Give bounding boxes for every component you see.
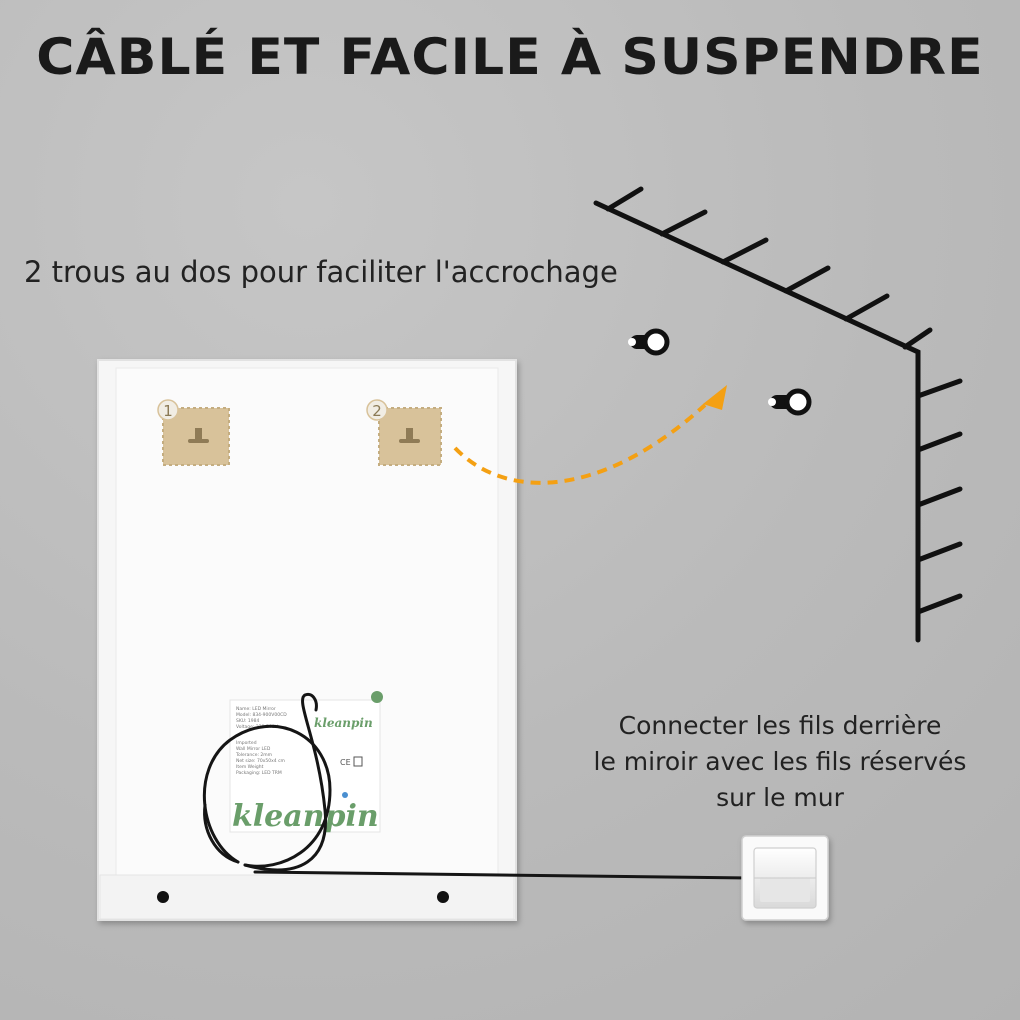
eco-badge-icon: [371, 691, 383, 703]
wall-screw-icon: [768, 388, 812, 416]
hook-plate-2: 2: [366, 399, 442, 466]
arrow-head-icon: [703, 385, 727, 410]
hole-label-1: 1: [163, 402, 173, 420]
label-line: SKU: 1984: [236, 718, 260, 724]
mount-dot: [157, 891, 169, 903]
label-line: Model: 834-900V00CD: [236, 712, 287, 718]
weee-icon: [353, 756, 363, 767]
wires-caption-line-2: le miroir avec les fils réservés: [593, 747, 967, 776]
label-line: Packaging: LED TRM: [236, 770, 282, 776]
wall-corner-hatch-icon: [593, 186, 963, 643]
light-switch-icon: [741, 835, 829, 921]
brand-large: kleanpin: [232, 799, 379, 834]
mount-dot: [437, 891, 449, 903]
hook-icon: [188, 428, 209, 443]
hook-plate-1: 1: [157, 399, 230, 466]
label-line: Item Weight: [236, 764, 264, 770]
dashed-arrow: [453, 403, 707, 485]
product-label: Name: LED Mirror Model: 834-900V00CD SKU…: [229, 691, 383, 834]
cable-icon: [202, 692, 752, 880]
label-line: Wall Mirror LED: [236, 746, 271, 752]
brand-small: kleanpin: [314, 716, 373, 730]
hole-label-2: 2: [372, 402, 382, 420]
label-line: Net size: 70x50x4 cm: [236, 758, 285, 764]
label-line: Tolerance: 2mm: [235, 752, 272, 758]
holes-caption: 2 trous au dos pour faciliter l'accrocha…: [24, 255, 618, 289]
hook-icon: [399, 428, 420, 443]
wall-screw-icon: [628, 328, 670, 356]
mirror-back: [97, 359, 517, 921]
label-line: Imported: [236, 740, 257, 746]
ce-mark-icon: CE: [340, 758, 351, 767]
wires-caption-line-3: sur le mur: [716, 783, 844, 812]
page-title: CÂBLÉ ET FACILE À SUSPENDRE: [36, 28, 984, 86]
water-drop-icon: [342, 792, 348, 798]
wires-caption: Connecter les fils derrière le miroir av…: [560, 708, 1000, 816]
label-line: Name: LED Mirror: [236, 706, 276, 712]
wires-caption-line-1: Connecter les fils derrière: [618, 711, 942, 740]
